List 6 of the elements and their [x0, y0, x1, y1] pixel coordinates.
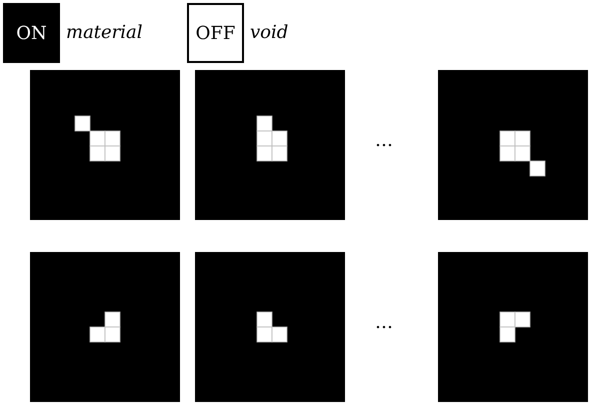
state-box: OFF	[187, 3, 244, 63]
node-caption: void	[250, 22, 288, 43]
node-caption: material	[66, 22, 143, 43]
state-box: ON	[3, 3, 60, 63]
ellipsis: …	[375, 130, 393, 151]
ellipsis: …	[375, 312, 393, 333]
